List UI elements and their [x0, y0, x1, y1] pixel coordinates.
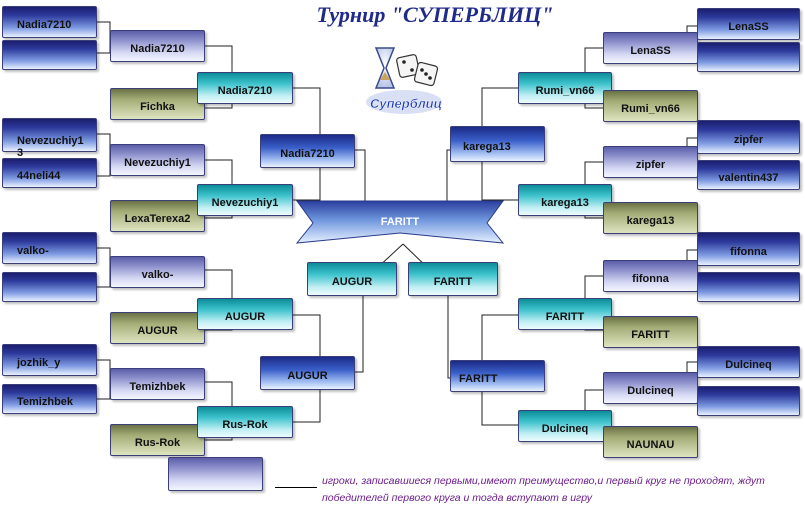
right-r3-slot-4[interactable]: Dulcineq — [518, 410, 612, 442]
right-r1-slot-5[interactable]: fifonna — [697, 232, 800, 266]
right-r2-slot-5[interactable]: fifonna — [603, 260, 698, 292]
right-r2-slot-1[interactable]: LenaSS — [603, 32, 698, 64]
final-winner-label: FARITT — [380, 216, 420, 228]
right-r1-slot-3[interactable]: zipfer — [697, 120, 800, 154]
left-r2-slot-4[interactable]: LexaTerexa2 — [110, 200, 205, 232]
superblitz-logo-icon: Суперблиц — [366, 47, 442, 114]
left-r4-slot-1[interactable]: Nadia7210 — [260, 134, 355, 168]
left-r1-slot-7[interactable]: jozhik_y — [2, 344, 97, 376]
left-r1-slot-4[interactable]: 44neli44 — [2, 158, 97, 188]
legend-sample-box — [168, 457, 263, 491]
left-r3-slot-2[interactable]: Nevezuchiy1 — [197, 184, 293, 216]
semifinal-right[interactable]: FARITT — [408, 262, 498, 296]
left-r3-slot-3[interactable]: AUGUR — [197, 298, 293, 330]
left-r4-slot-2[interactable]: AUGUR — [260, 356, 355, 390]
left-r1-slot-2[interactable] — [2, 40, 97, 70]
right-r4-slot-1[interactable]: karega13 — [450, 126, 545, 162]
right-r4-slot-2[interactable]: FARITT — [450, 360, 545, 392]
right-r2-slot-7[interactable]: Dulcineq — [603, 372, 698, 404]
right-r1-slot-6[interactable] — [697, 272, 800, 302]
right-r1-slot-1[interactable]: LenaSS — [697, 8, 800, 40]
left-r1-slot-3[interactable]: Nevezuchiy1 3 — [2, 118, 97, 159]
right-r1-slot-8[interactable] — [697, 386, 800, 416]
left-r2-slot-1[interactable]: Nadia7210 — [110, 30, 205, 62]
final-winner-banner[interactable] — [295, 197, 505, 249]
legend-underline — [275, 487, 317, 488]
left-r2-slot-3[interactable]: Nevezuchiy1 — [110, 144, 205, 176]
semifinal-left[interactable]: AUGUR — [307, 262, 397, 296]
right-r2-slot-2[interactable]: Rumi_vn66 — [603, 90, 698, 122]
left-r2-slot-5[interactable]: valko- — [110, 256, 205, 288]
right-r1-slot-4[interactable]: valentin437 — [697, 160, 800, 190]
right-r3-slot-1[interactable]: Rumi_vn66 — [518, 72, 612, 104]
left-r1-slot-6[interactable] — [2, 272, 97, 302]
right-r2-slot-4[interactable]: karega13 — [603, 202, 698, 234]
right-r3-slot-3[interactable]: FARITT — [518, 298, 612, 330]
right-r2-slot-8[interactable]: NAUNAU — [603, 426, 698, 458]
right-r1-slot-2[interactable] — [697, 42, 800, 72]
legend-note: игроки, записавшиеся первыми,имеют преим… — [322, 475, 765, 504]
right-r1-slot-7[interactable]: Dulcineq — [697, 346, 800, 378]
left-r2-slot-2[interactable]: Fichka — [110, 88, 205, 120]
left-r3-slot-1[interactable]: Nadia7210 — [197, 72, 293, 104]
page-title: Турнир "СУПЕРБЛИЦ" — [316, 2, 554, 27]
logo-text: Суперблиц — [370, 96, 442, 111]
left-r1-slot-8[interactable]: Temizhbek — [2, 384, 97, 414]
left-r1-slot-5[interactable]: valko- — [2, 232, 97, 264]
right-r2-slot-3[interactable]: zipfer — [603, 146, 698, 178]
left-r2-slot-8[interactable]: Rus-Rok — [110, 424, 205, 456]
right-r2-slot-6[interactable]: FARITT — [603, 316, 698, 348]
right-r3-slot-2[interactable]: karega13 — [518, 184, 612, 216]
left-r2-slot-7[interactable]: Temizhbek — [110, 368, 205, 400]
left-r1-slot-1[interactable]: Nadia7210 — [2, 6, 97, 38]
left-r2-slot-6[interactable]: AUGUR — [110, 312, 205, 344]
left-r3-slot-4[interactable]: Rus-Rok — [197, 406, 293, 438]
